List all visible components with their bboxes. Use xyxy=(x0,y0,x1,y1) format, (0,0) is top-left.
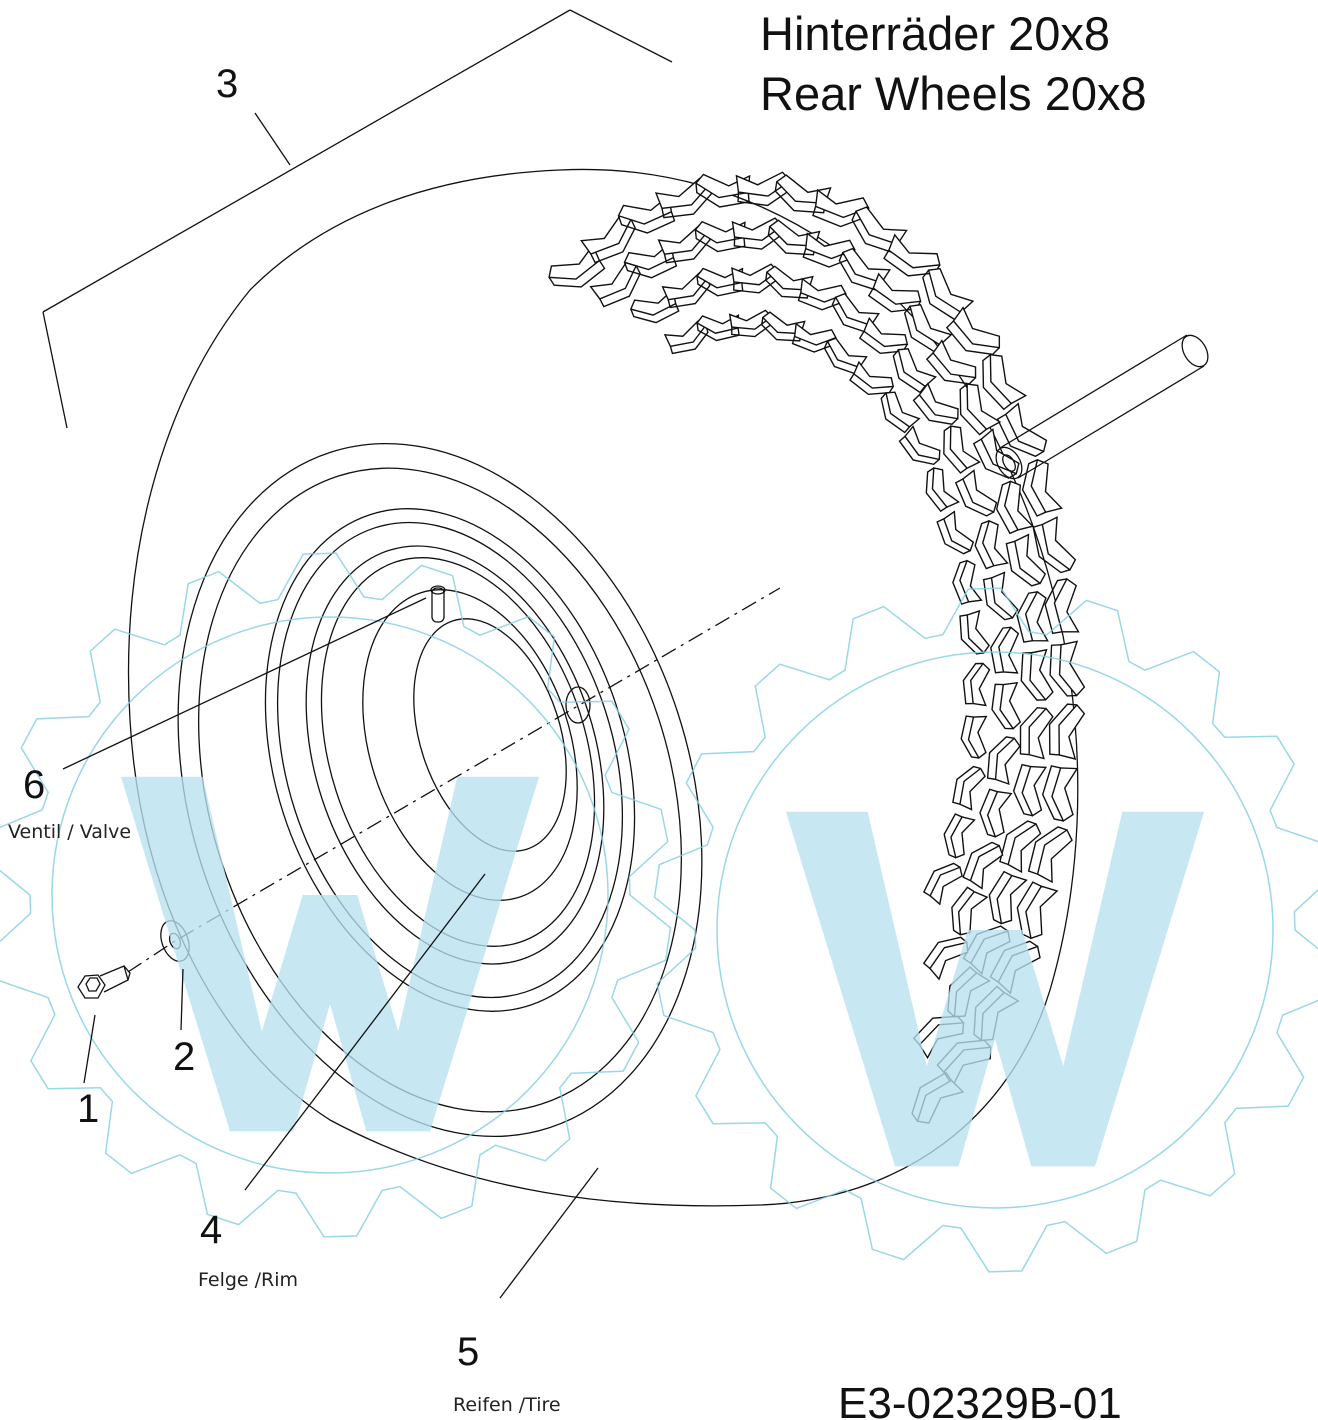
axle-tube-icon xyxy=(995,334,1209,480)
drawing-code: E3-02329B-01 xyxy=(838,1379,1122,1420)
title-english: Rear Wheels 20x8 xyxy=(760,67,1147,120)
callout-2-number: 2 xyxy=(173,1035,195,1079)
leader-lines xyxy=(42,9,673,1299)
gear-w-logo-icon xyxy=(653,587,1318,1273)
callout-6-number: 6 xyxy=(23,763,45,807)
bolt-icon xyxy=(77,965,131,999)
title-block: Hinterräder 20x8 Rear Wheels 20x8 xyxy=(760,7,1147,120)
callout-5-number: 5 xyxy=(457,1330,479,1374)
watermark-logo xyxy=(0,552,1318,1273)
title-german: Hinterräder 20x8 xyxy=(760,7,1110,60)
callout-1-number: 1 xyxy=(77,1087,99,1131)
rim xyxy=(264,508,636,1012)
gear-w-logo-icon xyxy=(0,552,672,1238)
valve-icon xyxy=(430,585,446,623)
callout-4-caption: Felge /Rim xyxy=(198,1269,298,1291)
callout-5-caption: Reifen /Tire xyxy=(453,1394,561,1416)
callout-3-number: 3 xyxy=(216,62,238,106)
callout-6-caption: Ventil / Valve xyxy=(8,821,131,843)
callout-4-number: 4 xyxy=(200,1208,222,1252)
